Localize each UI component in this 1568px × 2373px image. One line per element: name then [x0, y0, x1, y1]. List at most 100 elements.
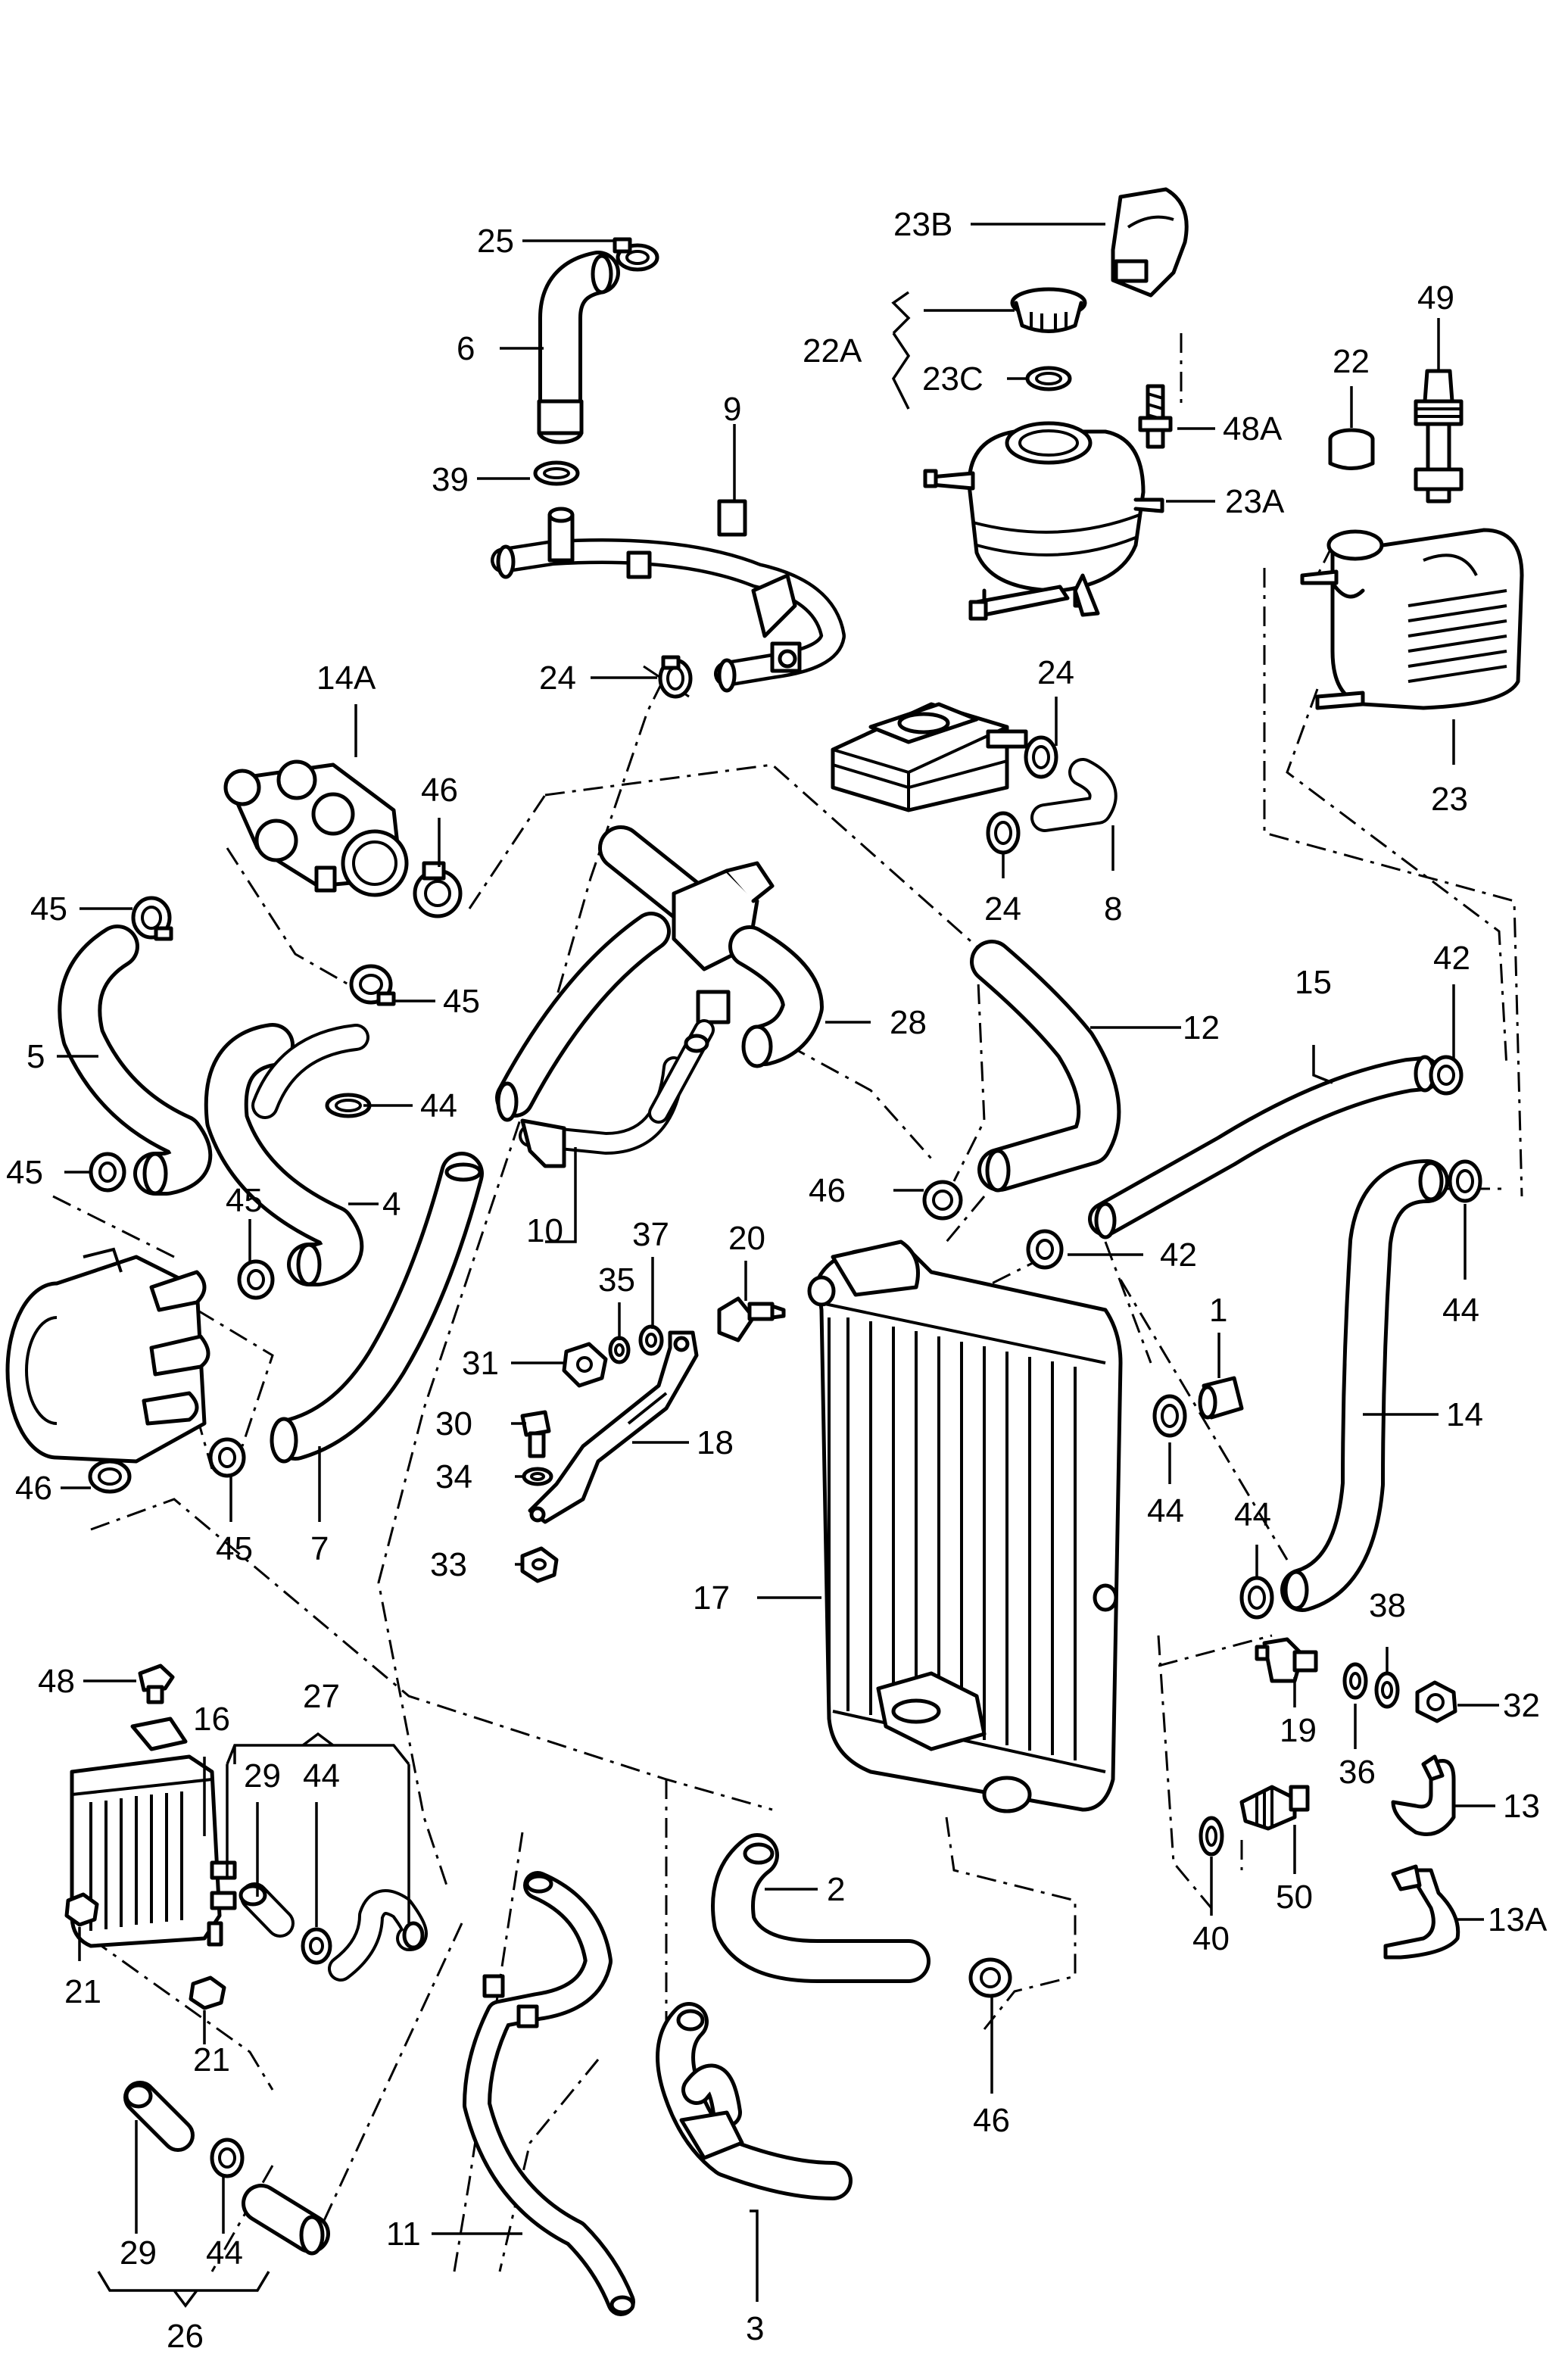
label-21b: 21	[193, 2041, 230, 2078]
label-46a: 46	[421, 772, 458, 809]
label-12: 12	[1183, 1009, 1220, 1046]
nut-32-icon	[1415, 1680, 1457, 1723]
label-45b: 45	[443, 983, 480, 1020]
cap-22a-icon	[1010, 287, 1087, 333]
nut-21b-icon	[189, 1975, 226, 2010]
washer-38-icon	[1374, 1671, 1400, 1709]
label-42a: 42	[1433, 940, 1470, 977]
bolt-48-icon	[138, 1664, 175, 1704]
nut-33-icon	[520, 1546, 559, 1583]
label-34: 34	[435, 1458, 472, 1495]
label-45d: 45	[226, 1182, 263, 1219]
reservoir-23-icon	[1300, 528, 1524, 710]
clamp-45a-icon	[131, 896, 173, 941]
label-48a: 48A	[1223, 410, 1283, 447]
label-44a: 44	[420, 1087, 457, 1124]
pipe-11-icon	[463, 1871, 635, 2316]
label-21a: 21	[64, 1973, 101, 2010]
label-24c: 24	[984, 890, 1021, 928]
label-37: 37	[632, 1216, 669, 1253]
label-10: 10	[526, 1212, 563, 1249]
part-number-labels: 25 6 39 9 24 23B 22A 23C 48A 23A 49 22 2…	[6, 206, 1548, 2355]
label-14a: 14A	[316, 660, 376, 697]
label-45a: 45	[30, 890, 67, 928]
sensor-49-icon	[1414, 369, 1464, 504]
label-44e: 44	[303, 1757, 340, 1795]
label-24b: 24	[1037, 654, 1074, 691]
bracket-18-icon	[528, 1330, 699, 1524]
label-5: 5	[26, 1038, 45, 1075]
label-23b: 23B	[893, 206, 952, 243]
washer-40-icon	[1199, 1816, 1224, 1857]
hose-7-icon	[270, 1152, 484, 1464]
clamp-44a-icon	[325, 1093, 372, 1118]
label-30: 30	[435, 1405, 472, 1442]
clamp-45d-icon	[237, 1259, 275, 1300]
hose-15-icon	[1088, 1055, 1441, 1240]
label-14: 14	[1446, 1396, 1483, 1433]
heater-core-16-icon	[70, 1717, 237, 1948]
label-17: 17	[693, 1579, 730, 1617]
pipe-9-icon	[491, 499, 846, 693]
label-45c: 45	[6, 1154, 43, 1191]
hose-2-icon	[711, 1833, 931, 1983]
flange-14a-icon	[223, 759, 409, 897]
nut-21a-icon	[64, 1892, 99, 1927]
label-45e: 45	[216, 1530, 253, 1567]
clamp-45e-icon	[208, 1437, 246, 1478]
label-22: 22	[1333, 343, 1370, 380]
sensor-19-icon	[1255, 1637, 1318, 1683]
label-13: 13	[1503, 1788, 1540, 1825]
clip-13-icon	[1391, 1754, 1456, 1836]
label-20: 20	[728, 1220, 765, 1257]
washer-35-icon	[608, 1336, 631, 1364]
connector-29b-icon	[123, 2081, 195, 2152]
label-49: 49	[1417, 279, 1454, 317]
label-23: 23	[1431, 781, 1468, 818]
label-33: 33	[430, 1546, 467, 1583]
clamp-46d-icon	[968, 1957, 1012, 1998]
clamp-45b-icon	[349, 964, 396, 1006]
clamp-39-icon	[533, 460, 580, 486]
pipe-10-icon	[495, 912, 685, 1168]
clamp-44b-icon	[1448, 1159, 1482, 1203]
label-7: 7	[310, 1530, 329, 1567]
hose-26-icon	[242, 2184, 330, 2256]
drain-plug-20-icon	[717, 1296, 786, 1342]
label-44f: 44	[206, 2234, 243, 2272]
clamp-24c-icon	[986, 811, 1021, 855]
clamp-24a-icon	[658, 655, 693, 699]
cap-22-icon	[1328, 428, 1375, 470]
label-13a: 13A	[1488, 1901, 1548, 1938]
bush-1-icon	[1198, 1376, 1244, 1420]
label-31: 31	[462, 1345, 499, 1382]
label-15: 15	[1295, 964, 1332, 1001]
label-50: 50	[1276, 1879, 1313, 1916]
stud-48a-icon	[1138, 384, 1173, 449]
label-42b: 42	[1160, 1236, 1197, 1274]
leader-lines	[57, 223, 1499, 2308]
cover-23b-icon	[1111, 187, 1189, 298]
label-46b: 46	[15, 1470, 52, 1507]
label-46c: 46	[809, 1172, 846, 1209]
label-24a: 24	[539, 660, 576, 697]
washer-34-icon	[522, 1467, 553, 1486]
clamp-25-icon	[613, 237, 659, 272]
label-27: 27	[303, 1678, 340, 1715]
label-16: 16	[193, 1701, 230, 1738]
label-44b: 44	[1442, 1292, 1479, 1329]
label-44d: 44	[1234, 1496, 1271, 1533]
washer-37-icon	[638, 1324, 664, 1356]
label-32: 32	[1503, 1687, 1540, 1724]
sensor-50-icon	[1239, 1785, 1310, 1831]
routing-lines	[52, 333, 1523, 2272]
washer-36-icon	[1342, 1662, 1368, 1700]
clamp-44f-icon	[210, 2138, 245, 2178]
label-23a: 23A	[1225, 483, 1285, 520]
label-39: 39	[432, 461, 469, 498]
pipe-28-icon	[598, 825, 824, 1124]
clamp-44c-icon	[1152, 1394, 1187, 1438]
label-23c: 23C	[922, 360, 984, 398]
label-44c: 44	[1147, 1492, 1184, 1530]
